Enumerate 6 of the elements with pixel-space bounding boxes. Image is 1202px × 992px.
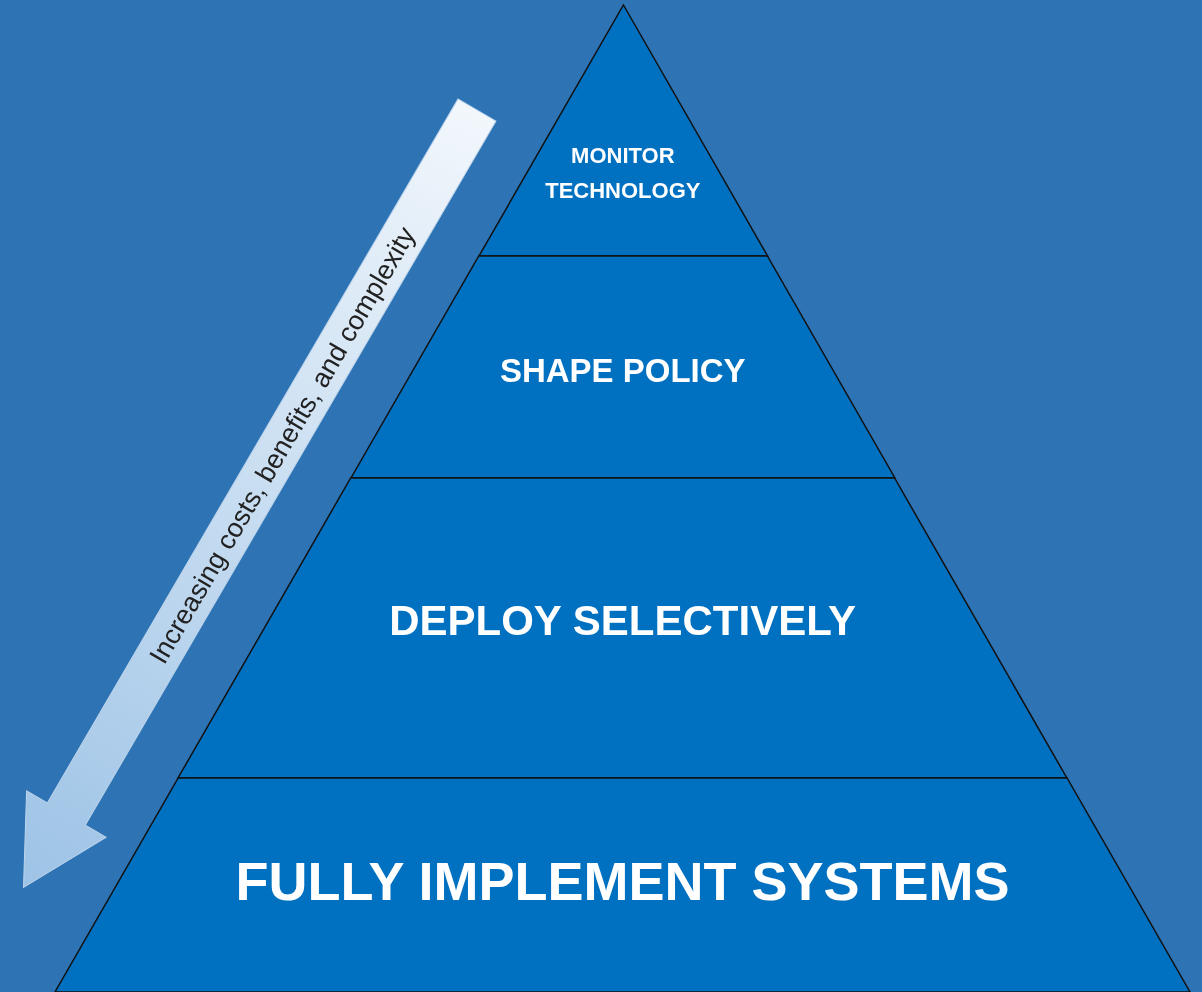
tier-label: FULLY IMPLEMENT SYSTEMS — [234, 850, 1011, 913]
pyramid-tier — [478, 5, 768, 256]
tier-label: MONITOR TECHNOLOGY — [544, 142, 702, 206]
tier-label: DEPLOY SELECTIVELY — [388, 596, 857, 646]
tier-label: SHAPE POLICY — [498, 351, 747, 391]
pyramid-tier — [55, 778, 1190, 992]
